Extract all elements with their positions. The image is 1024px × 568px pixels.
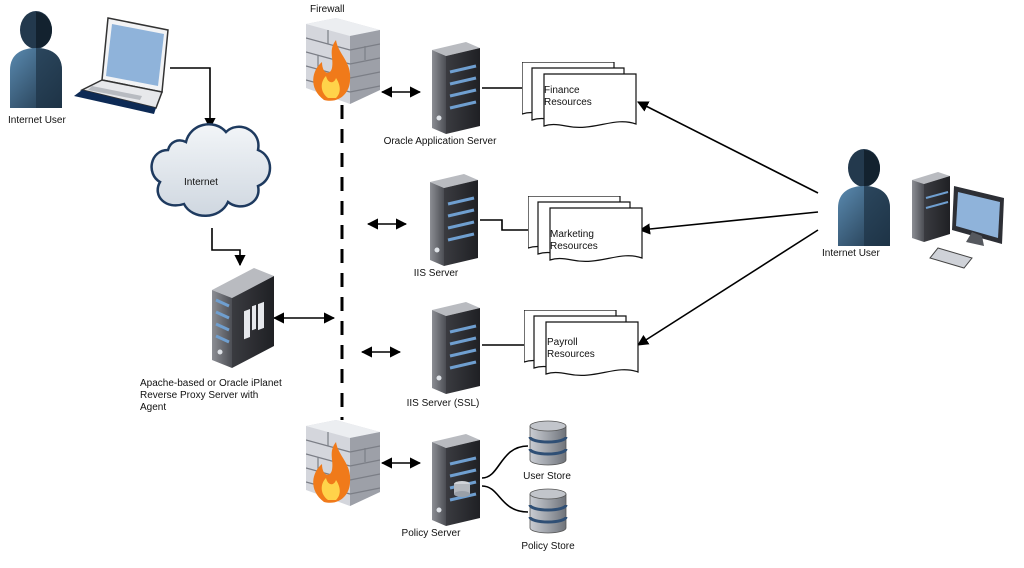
- policy-store-database-icon: [528, 488, 568, 534]
- user-finance-arrow: [637, 101, 819, 194]
- finance-resources-label-line2: Resources: [544, 97, 592, 108]
- payroll-resources-icon: [524, 310, 639, 376]
- policy-server-icon: [430, 434, 482, 526]
- oracle-application-server-label: Oracle Application Server: [383, 136, 497, 147]
- proxy-server-label-line1: Apache-based or Oracle iPlanet: [140, 378, 282, 389]
- marketing-resources-label-line2: Resources: [550, 241, 598, 252]
- firewall-label: Firewall: [310, 4, 345, 15]
- policy-policystore-link: [481, 485, 529, 513]
- internet-cloud-icon: [150, 123, 272, 217]
- oracle-application-server-icon: [430, 42, 482, 134]
- user-store-label: User Store: [523, 471, 571, 482]
- iis-marketing-link: [480, 219, 530, 231]
- payroll-resources-label-line1: Payroll: [547, 337, 578, 348]
- internet-user-right-person-icon: [838, 149, 890, 246]
- user-marketing-arrow: [638, 211, 819, 235]
- iis-server-label: IIS Server: [413, 268, 459, 279]
- internet-user-right-label: Internet User: [822, 248, 880, 259]
- internet-label: Internet: [184, 177, 218, 188]
- policy-server-label: Policy Server: [401, 528, 461, 539]
- proxy-server-label-line3: Agent: [140, 402, 167, 413]
- reverse-proxy-server-icon: [212, 268, 274, 368]
- iis-server-icon: [428, 174, 480, 266]
- user-store-database-icon: [528, 420, 568, 466]
- internet-user-left-label: Internet User: [8, 115, 66, 126]
- user-payroll-arrow: [637, 229, 819, 346]
- laptop-icon: [74, 17, 169, 114]
- firewall-bottom-icon: [306, 420, 380, 506]
- marketing-resources-label-line1: Marketing: [550, 229, 594, 240]
- finance-resources-label-line1: Finance: [544, 85, 580, 96]
- iis-server-ssl-label: IIS Server (SSL): [406, 398, 480, 409]
- connectors: [170, 67, 819, 513]
- internet-to-proxy-connector: [211, 228, 246, 267]
- internet-user-left-person-icon: [10, 11, 62, 108]
- policy-userstore-link: [481, 445, 529, 479]
- firewall-top-icon: [306, 18, 380, 104]
- proxy-server-label-line2: Reverse Proxy Server with: [140, 390, 259, 401]
- iis-server-ssl-icon: [430, 302, 482, 394]
- payroll-resources-label-line2: Resources: [547, 349, 595, 360]
- laptop-to-internet-connector: [170, 67, 216, 130]
- policy-store-label: Policy Store: [521, 541, 575, 552]
- desktop-computer-icon: [912, 172, 1004, 269]
